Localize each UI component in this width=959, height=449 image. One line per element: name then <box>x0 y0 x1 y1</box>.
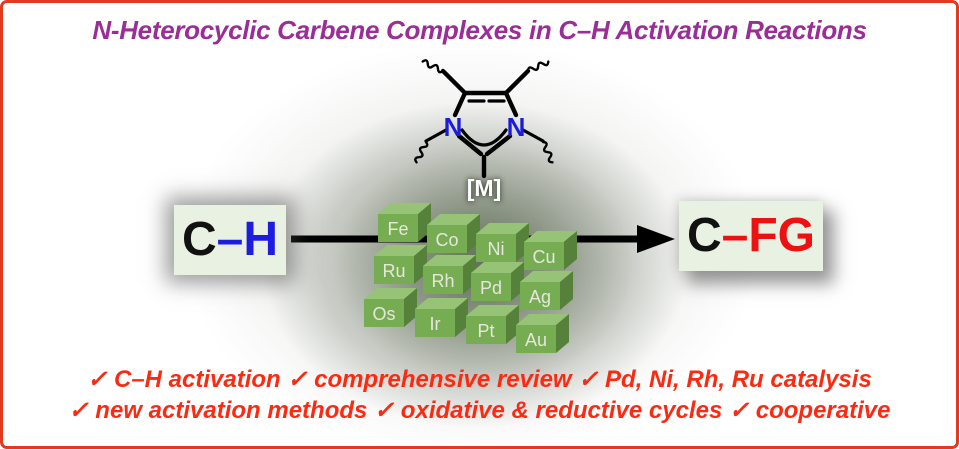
metal-cube-cu: Cu <box>524 231 577 270</box>
wavy-bond-top-left <box>420 58 446 75</box>
wavy-bond-right <box>539 139 556 165</box>
metal-cube-ag: Ag <box>520 271 573 310</box>
metal-cube-label: Pt <box>477 321 494 341</box>
metal-cube-ir: Ir <box>415 298 468 337</box>
footer-line-2: ✓ new activation methods ✓ oxidative & r… <box>68 397 891 424</box>
metal-cube-label: Ru <box>382 261 405 281</box>
metal-cube-label: Rh <box>431 271 454 291</box>
product-atom: C <box>686 209 722 262</box>
metal-cube-pd: Pd <box>471 262 524 301</box>
wavy-bond-top-right <box>525 58 551 75</box>
metal-label: [M] <box>467 175 501 201</box>
reactant-box: C–H <box>174 205 286 275</box>
nhc-structure: N N [M] <box>413 58 556 201</box>
reactant-atom: C <box>181 213 217 266</box>
metal-cube-label: Pd <box>480 278 502 298</box>
metal-cube-label: Ni <box>488 239 505 259</box>
metal-cube-ru: Ru <box>374 245 427 284</box>
wavy-bond-left <box>413 139 430 165</box>
reactant-group: H <box>243 213 279 266</box>
metal-cube-fe: Fe <box>378 203 431 242</box>
metal-cube-label: Ir <box>430 314 441 334</box>
nitrogen-right-label: N <box>507 112 526 142</box>
page-title: N-Heterocyclic Carbene Complexes in C–H … <box>92 15 867 45</box>
product-group: FG <box>748 209 816 262</box>
metal-cube-label: Cu <box>532 247 555 267</box>
metal-cube-pt: Pt <box>466 305 519 344</box>
metal-cube-label: Os <box>372 304 395 324</box>
metal-cube-co: Co <box>427 214 480 253</box>
metal-cube-label: Co <box>435 230 458 250</box>
reactant-bond: – <box>216 213 244 266</box>
metal-cube-au: Au <box>516 314 569 353</box>
nitrogen-left-label: N <box>444 112 463 142</box>
arrow-head-icon <box>637 225 675 253</box>
footer-line-1: ✓ C–H activation ✓ comprehensive review … <box>87 366 872 393</box>
product-box: C–FG <box>679 201 823 271</box>
metal-cube-os: Os <box>364 288 417 327</box>
metal-cube-ni: Ni <box>476 223 529 262</box>
metal-cube-rh: Rh <box>423 255 476 294</box>
highlights-footer: ✓ C–H activation ✓ comprehensive review … <box>3 364 956 426</box>
metal-cube-label: Ag <box>529 287 551 307</box>
metal-cube-label: Au <box>525 330 547 350</box>
metal-cube-label: Fe <box>387 219 408 239</box>
product-bond: – <box>721 209 749 262</box>
